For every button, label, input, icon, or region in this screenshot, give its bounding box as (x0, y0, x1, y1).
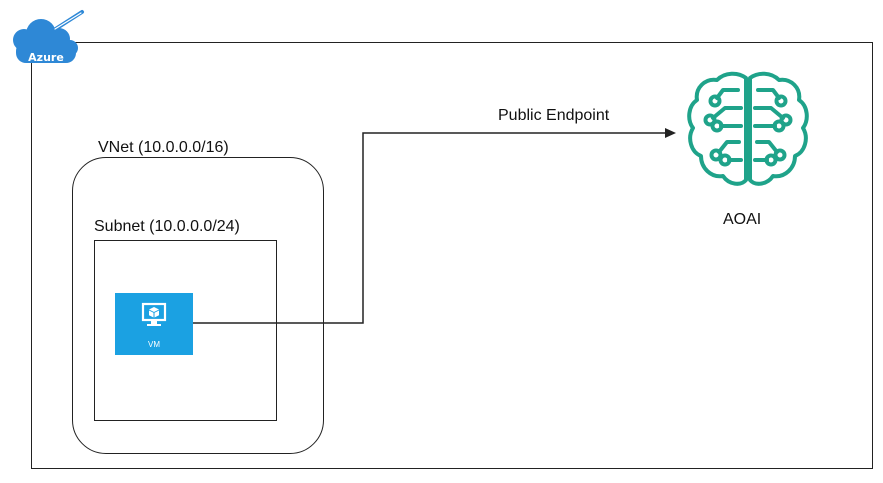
connector-label: Public Endpoint (498, 107, 610, 124)
subnet-label: Subnet (10.0.0.0/24) (94, 218, 240, 235)
azure-logo-text: Azure (28, 51, 64, 64)
azure-logo: Azure (13, 10, 84, 64)
azure-boundary (31, 42, 873, 469)
monitor-cube-icon (141, 302, 167, 326)
aoai-label: AOAI (723, 211, 762, 228)
vm-node[interactable]: VM (115, 293, 193, 355)
subnet-container (94, 240, 277, 421)
vm-label: VM (148, 340, 160, 349)
vnet-label: VNet (10.0.0.0/16) (98, 139, 229, 156)
pencil-icon (52, 10, 84, 32)
brain-circuit-icon (687, 71, 809, 186)
aoai-node[interactable] (683, 68, 813, 194)
cloud-icon (13, 19, 78, 63)
